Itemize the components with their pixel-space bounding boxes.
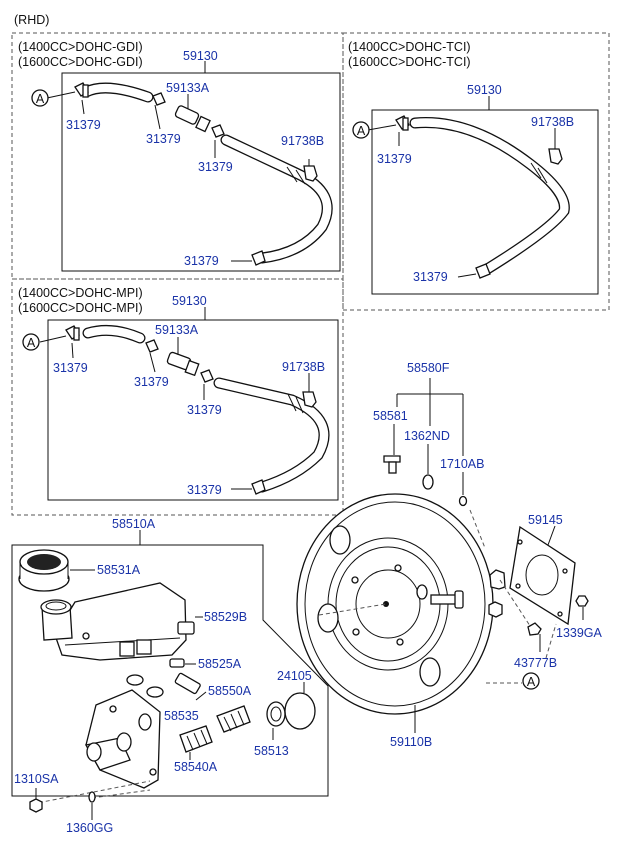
gdi-hose-box	[61, 72, 341, 272]
mpi-variant-line-1: (1400CC>DOHC-MPI)	[18, 286, 143, 300]
label-31379-gdi-a[interactable]: 31379	[66, 118, 101, 132]
label-58525a[interactable]: 58525A	[198, 657, 242, 671]
label-31379-gdi-d[interactable]: 31379	[184, 254, 219, 268]
label-31379-mpi-a[interactable]: 31379	[53, 361, 88, 375]
label-31379-mpi-d[interactable]: 31379	[187, 483, 222, 497]
label-24105[interactable]: 24105	[277, 669, 312, 683]
label-59133a-gdi[interactable]: 59133A	[166, 81, 210, 95]
label-59130-mpi[interactable]: 59130	[172, 294, 207, 308]
label-58550a[interactable]: 58550A	[208, 684, 252, 698]
booster-seal-kit: 58580F 58581 1362ND 1710AB	[373, 361, 484, 507]
label-59110b[interactable]: 59110B	[390, 735, 432, 749]
label-58535[interactable]: 58535	[164, 709, 199, 723]
label-58540a[interactable]: 58540A	[174, 760, 218, 774]
label-59130-gdi[interactable]: 59130	[183, 49, 218, 63]
label-31379-gdi-c[interactable]: 31379	[198, 160, 233, 174]
label-58529b[interactable]: 58529B	[204, 610, 247, 624]
label-1710ab[interactable]: 1710AB	[440, 457, 484, 471]
label-31379-mpi-c[interactable]: 31379	[187, 403, 222, 417]
ref-a-booster[interactable]: A	[527, 675, 536, 689]
label-59130-tci[interactable]: 59130	[467, 83, 502, 97]
label-31379-tci-a[interactable]: 31379	[377, 152, 412, 166]
label-91738b-mpi[interactable]: 91738B	[282, 360, 325, 374]
label-1339ga[interactable]: 1339GA	[556, 626, 603, 640]
brake-booster: 59110B	[296, 493, 506, 749]
mpi-variant-line-2: (1600CC>DOHC-MPI)	[18, 301, 143, 315]
mpi-hose-assembly: 59130 A 31379 31379 59133A 31379 91738B …	[22, 294, 339, 501]
reservoir-body	[54, 582, 187, 661]
ref-a-tci[interactable]: A	[357, 124, 366, 138]
mpi-hose-box	[47, 319, 339, 501]
label-1310sa[interactable]: 1310SA	[14, 772, 59, 786]
label-58510a[interactable]: 58510A	[112, 517, 156, 531]
label-58513[interactable]: 58513	[254, 744, 289, 758]
label-43777b[interactable]: 43777B	[514, 656, 557, 670]
label-59145[interactable]: 59145	[528, 513, 563, 527]
gasket-assembly: 59145 43777B 1339GA A	[469, 509, 603, 690]
tci-variant-line-1: (1400CC>DOHC-TCI)	[348, 40, 471, 54]
region-label: (RHD)	[14, 13, 49, 27]
label-58531a[interactable]: 58531A	[97, 563, 141, 577]
label-91738b-tci[interactable]: 91738B	[531, 115, 574, 129]
master-cylinder: 58510A 58531A 58529B 58525A	[11, 517, 329, 835]
tci-variant-frame	[342, 32, 610, 311]
ref-a-mpi[interactable]: A	[27, 336, 36, 350]
gdi-variant-line-1: (1400CC>DOHC-GDI)	[18, 40, 143, 54]
label-31379-mpi-b[interactable]: 31379	[134, 375, 169, 389]
label-31379-tci-b[interactable]: 31379	[413, 270, 448, 284]
tci-hose-box	[371, 109, 599, 295]
label-91738b-gdi[interactable]: 91738B	[281, 134, 324, 148]
label-1360gg[interactable]: 1360GG	[66, 821, 113, 835]
gdi-variant-line-2: (1600CC>DOHC-GDI)	[18, 55, 143, 69]
master-cylinder-frame	[11, 544, 329, 797]
gdi-hose-assembly: 59130 A 31379 31379 59133A 31379 91738B …	[31, 49, 341, 272]
ref-a-gdi[interactable]: A	[36, 92, 45, 106]
gasket-plate	[509, 525, 576, 626]
tci-hose-assembly: 59130 A 31379 91738B 31379	[352, 83, 599, 295]
label-31379-gdi-b[interactable]: 31379	[146, 132, 181, 146]
label-59133a-mpi[interactable]: 59133A	[155, 323, 199, 337]
label-1362nd[interactable]: 1362ND	[404, 429, 450, 443]
label-58581[interactable]: 58581	[373, 409, 408, 423]
label-58580f[interactable]: 58580F	[407, 361, 450, 375]
oring-24105: 24105	[277, 669, 316, 730]
tci-variant-line-2: (1600CC>DOHC-TCI)	[348, 55, 471, 69]
